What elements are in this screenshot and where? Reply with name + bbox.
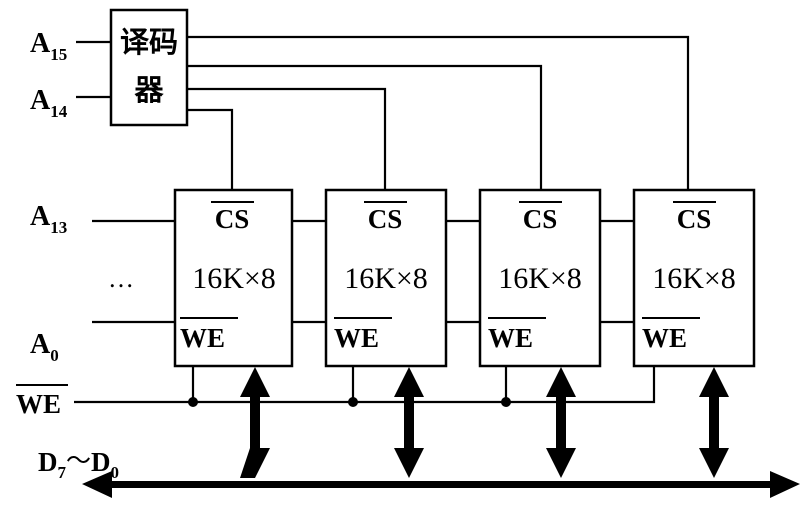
chip-cs-label: CS bbox=[368, 204, 403, 234]
chip-cs-label: CS bbox=[523, 204, 558, 234]
input-a15-label: A15 bbox=[30, 28, 67, 64]
input-a13-label: A13 bbox=[30, 201, 67, 237]
memory-chip-3: CS 16K×8 WE bbox=[478, 188, 602, 368]
decoder-box bbox=[109, 8, 189, 127]
cs-select-line-2 bbox=[187, 87, 387, 190]
data-arrow-4 bbox=[699, 367, 729, 478]
decoder-label-line1: 译码 bbox=[120, 25, 178, 59]
chip-cs-label: CS bbox=[215, 204, 250, 234]
chip-we-label: WE bbox=[180, 323, 225, 353]
address-ellipsis: … bbox=[108, 264, 134, 293]
we-line bbox=[74, 366, 656, 404]
chip-cs-label: CS bbox=[677, 204, 712, 234]
data-arrow-3 bbox=[546, 367, 576, 478]
memory-chip-4: CS 16K×8 WE bbox=[632, 188, 756, 368]
memory-chip-1: CS 16K×8 WE bbox=[173, 188, 294, 368]
data-arrow-1 bbox=[240, 367, 270, 478]
chip-we-label: WE bbox=[642, 323, 687, 353]
chip-we-label: WE bbox=[334, 323, 379, 353]
memory-chip-2: CS 16K×8 WE bbox=[324, 188, 448, 368]
input-we-label: WE bbox=[16, 389, 61, 419]
we-junction-3 bbox=[501, 397, 511, 407]
chip-capacity-label: 16K×8 bbox=[344, 262, 428, 295]
chip-we-label: WE bbox=[488, 323, 533, 353]
we-junction-2 bbox=[348, 397, 358, 407]
input-a0-label: A0 bbox=[30, 329, 59, 365]
cs-select-line-1 bbox=[187, 108, 234, 190]
chip-capacity-label: 16K×8 bbox=[652, 262, 736, 295]
decoder-label-line2: 器 bbox=[133, 73, 164, 107]
data-bus-arrow bbox=[82, 471, 800, 498]
chip-capacity-label: 16K×8 bbox=[498, 262, 582, 295]
we-junction-1 bbox=[188, 397, 198, 407]
data-bus-label: D7～D0 bbox=[38, 447, 119, 482]
data-arrow-2 bbox=[394, 367, 424, 478]
chip-capacity-label: 16K×8 bbox=[192, 262, 276, 295]
cs-select-line-3 bbox=[187, 64, 543, 190]
input-a14-label: A14 bbox=[30, 85, 68, 121]
cs-select-line-4 bbox=[187, 35, 690, 190]
